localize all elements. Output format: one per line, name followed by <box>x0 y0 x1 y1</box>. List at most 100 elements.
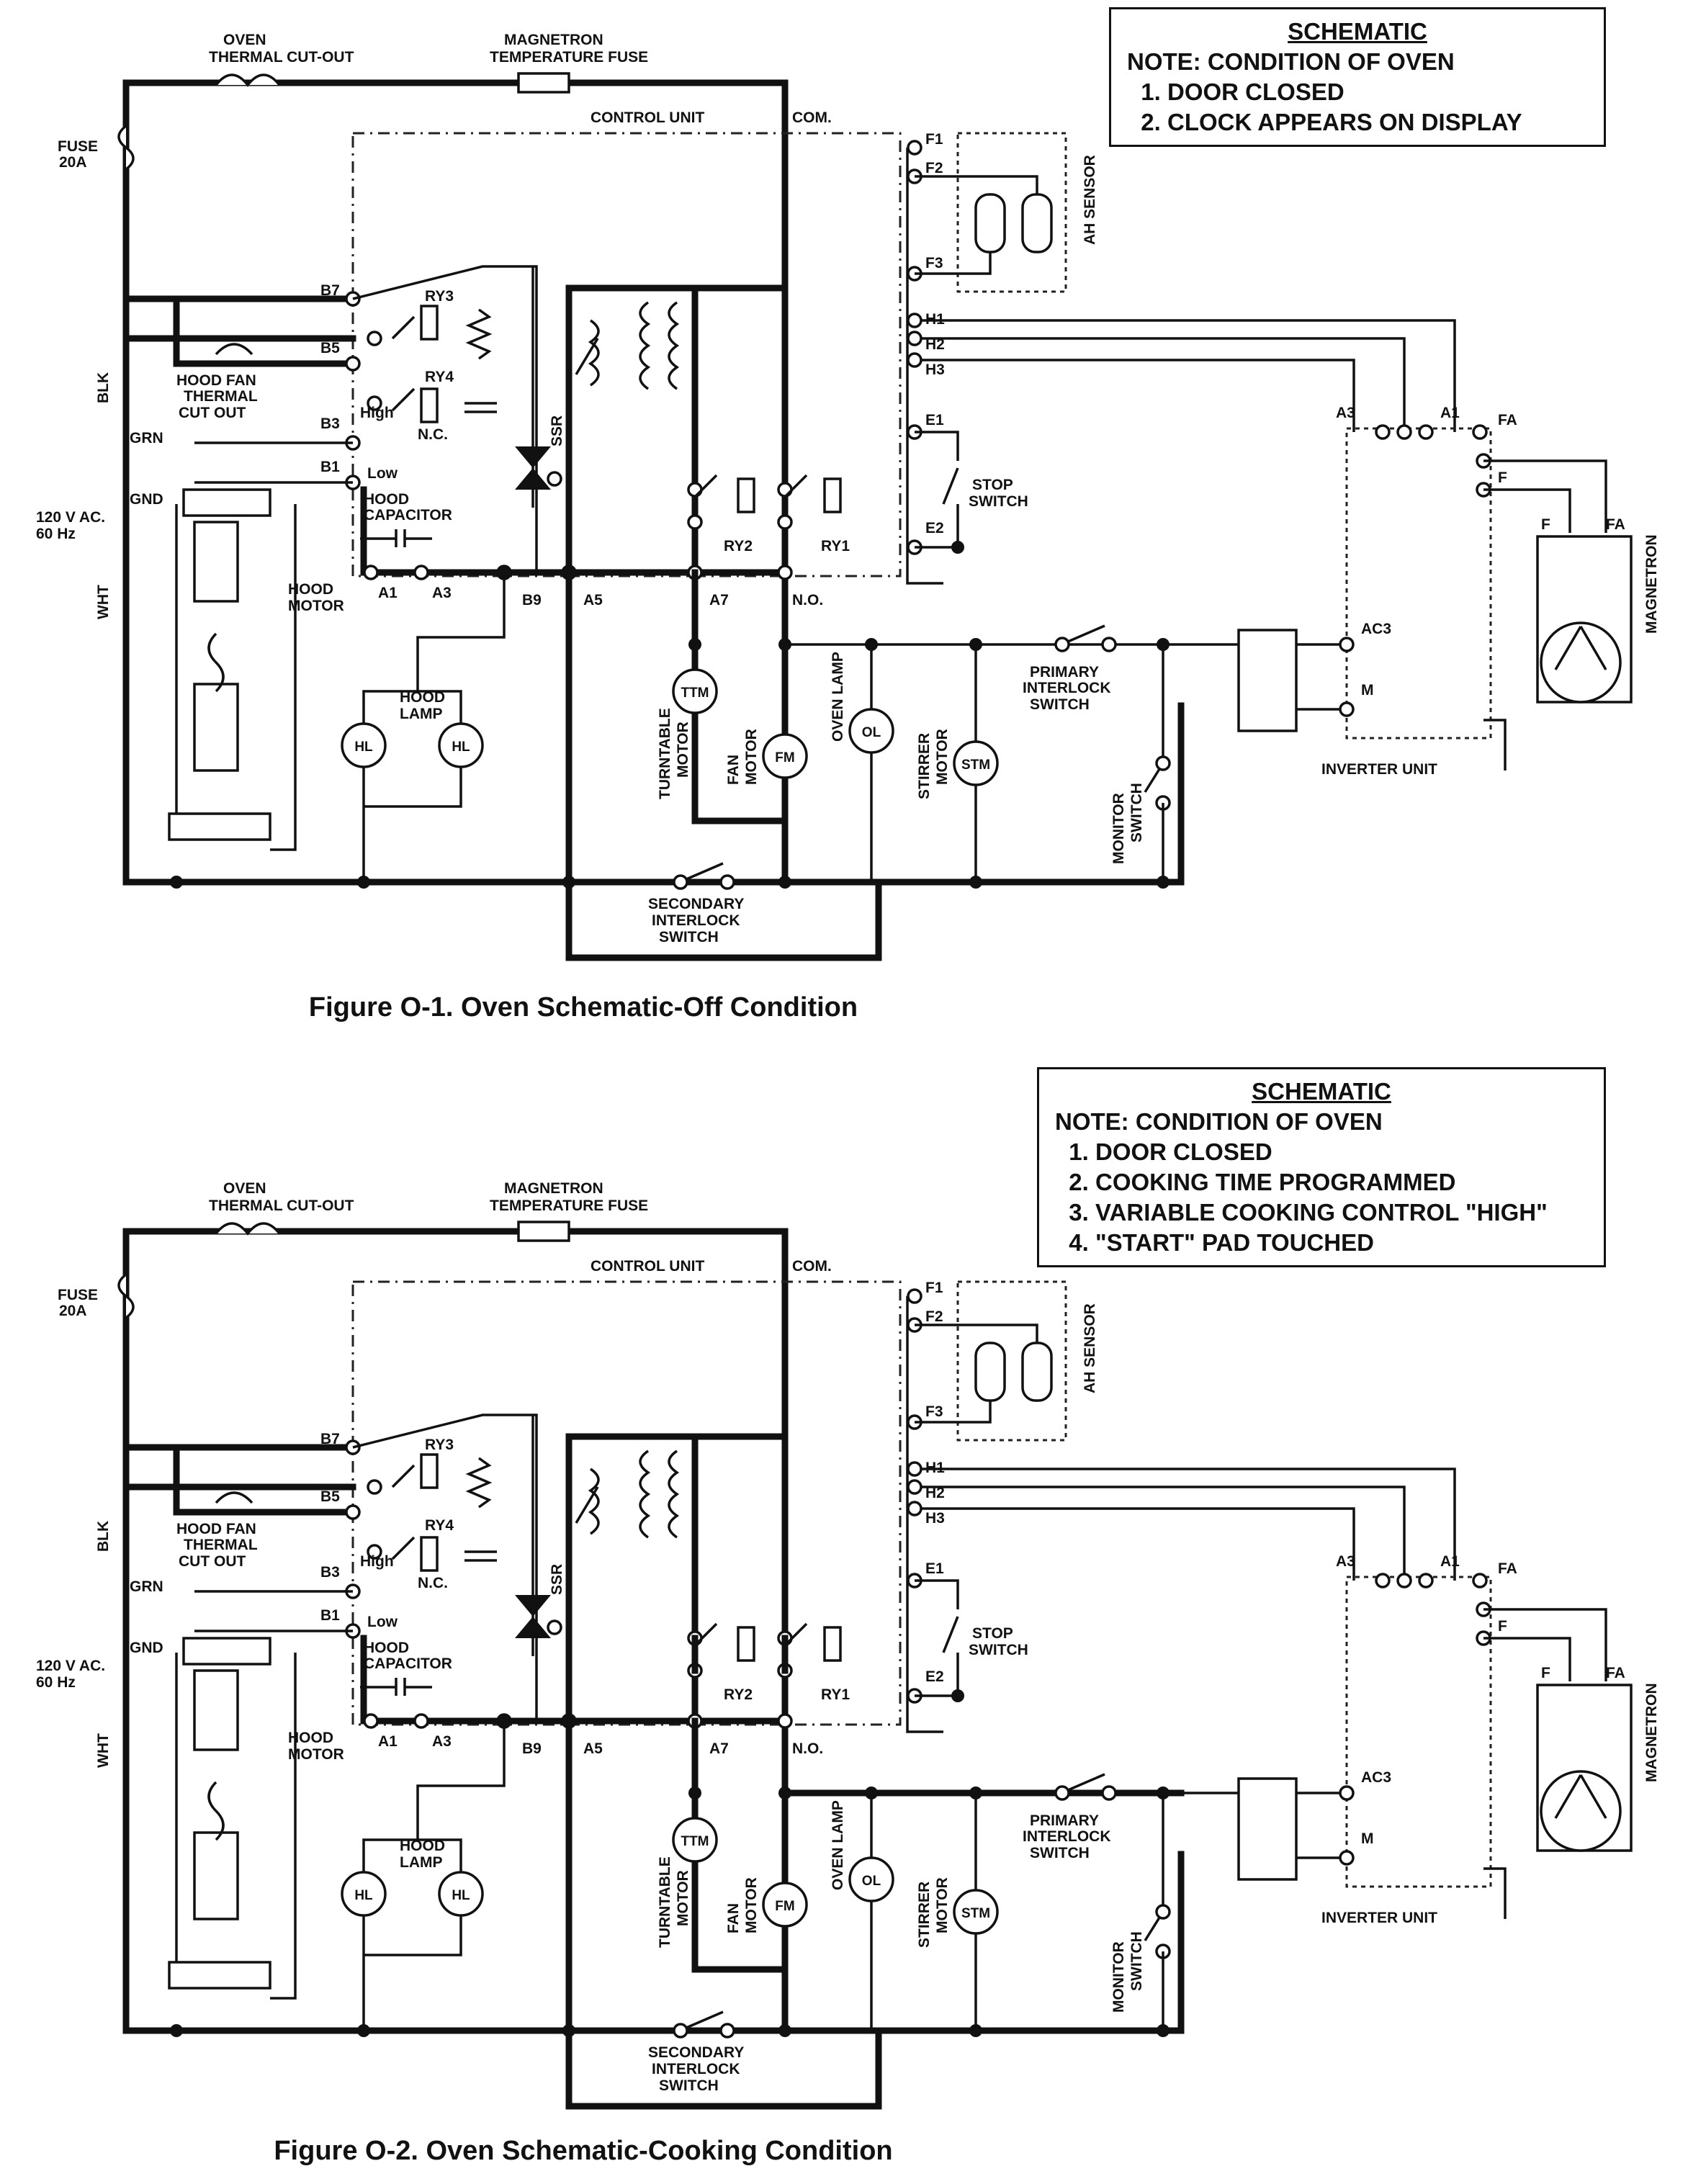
note-heading: NOTE: CONDITION OF OVEN <box>1055 1108 1383 1135</box>
label-stop-switch-1: STOP <box>972 477 1013 493</box>
label-ry1: RY1 <box>821 1686 850 1703</box>
label-hood-cap-1: HOOD <box>364 1640 409 1656</box>
label-inv-a1: A1 <box>1440 1553 1460 1570</box>
label-a7: A7 <box>709 592 729 608</box>
label-a3: A3 <box>432 585 452 601</box>
label-hl: HL <box>452 1888 470 1903</box>
label-ry3: RY3 <box>425 288 454 305</box>
label-f: F <box>1541 516 1550 533</box>
label-inv-a1: A1 <box>1440 405 1460 421</box>
wire <box>270 504 297 851</box>
label-com: COM. <box>792 109 832 126</box>
terminal <box>1396 1573 1412 1588</box>
label-inv-m: M <box>1361 682 1374 698</box>
stop-switch <box>942 1616 959 1653</box>
stop-switch <box>942 467 959 505</box>
label-fuse-2: 20A <box>59 1303 87 1319</box>
terminal <box>907 1479 922 1495</box>
label-mag-fuse-2: TEMPERATURE FUSE <box>490 1197 648 1214</box>
label-hood-motor-1: HOOD <box>288 581 333 598</box>
hood-motor-winding-b <box>193 683 239 772</box>
label-secondary-2: INTERLOCK <box>652 912 740 929</box>
label-f1: F1 <box>925 1280 943 1296</box>
label-f: F <box>1498 1618 1507 1635</box>
label-b1: B1 <box>320 459 340 475</box>
junction-dot <box>969 638 982 651</box>
label-turntable-motor-1: TURNTABLE <box>657 708 673 799</box>
junction-dot <box>562 2024 575 2037</box>
transformer-secondary <box>639 301 651 390</box>
label-secondary-3: SWITCH <box>659 929 719 945</box>
ah-sensor-element <box>974 193 1006 253</box>
label-magnetron: MAGNETRON <box>1643 534 1660 634</box>
condition-note: SCHEMATIC NOTE: CONDITION OF OVEN DOOR C… <box>1037 1067 1606 1267</box>
magnetron-temperature-fuse <box>517 72 570 94</box>
terminal <box>907 331 922 346</box>
label-f3: F3 <box>925 1403 943 1420</box>
label-supply-1: 120 V AC. <box>36 1658 105 1674</box>
label-h3: H3 <box>925 361 945 378</box>
fan-motor-fm <box>762 733 808 779</box>
figure-caption: Figure O-2. Oven Schematic-Cooking Condi… <box>274 2136 893 2166</box>
label-high: High <box>360 1553 394 1570</box>
label-a5: A5 <box>583 592 603 608</box>
label-fan-motor-1: FAN <box>725 1903 742 1933</box>
label-mag-fuse-2: TEMPERATURE FUSE <box>490 49 648 66</box>
label-a1: A1 <box>378 1733 398 1750</box>
wire <box>565 2027 882 2110</box>
ah-sensor-box <box>956 132 1067 293</box>
wire <box>122 702 1185 886</box>
label-fa: FA <box>1606 516 1625 533</box>
wire <box>360 486 789 576</box>
terminal <box>1339 1850 1355 1866</box>
label-hood-fan-3: CUT OUT <box>179 405 246 421</box>
wire <box>360 1635 789 1725</box>
terminal <box>907 313 922 328</box>
terminal <box>687 482 703 498</box>
label-supply-2: 60 Hz <box>36 1674 76 1691</box>
terminal <box>719 874 735 890</box>
label-fa: FA <box>1498 412 1517 428</box>
junction-dot <box>170 2024 183 2037</box>
note-item: COOKING TIME PROGRAMMED <box>1095 1167 1588 1197</box>
terminal <box>1396 424 1412 440</box>
label-inv-a3: A3 <box>1336 405 1355 421</box>
label-grn: GRN <box>130 1578 163 1595</box>
note-title: SCHEMATIC <box>1252 1078 1391 1105</box>
label-f: F <box>1498 469 1507 486</box>
primary-interlock-switch <box>1067 1773 1105 1792</box>
note-list: DOOR CLOSED COOKING TIME PROGRAMMED VARI… <box>1055 1137 1588 1258</box>
label-f1: F1 <box>925 131 943 148</box>
label-wht: WHT <box>95 1733 112 1768</box>
magnetron-tube <box>1540 621 1622 704</box>
hood-motor-winding-b <box>193 1831 239 1920</box>
terminal <box>719 2023 735 2039</box>
wire <box>915 1401 992 1424</box>
relay-ry4-contact <box>391 1536 416 1560</box>
label-ssr: SSR <box>549 415 565 446</box>
ah-sensor-element <box>974 1342 1006 1402</box>
relay-ry2-coil <box>737 477 755 513</box>
label-grn: GRN <box>130 430 163 446</box>
label-com: COM. <box>792 1258 832 1275</box>
label-no: N.O. <box>792 1740 823 1757</box>
label-primary-1: PRIMARY <box>1030 664 1099 680</box>
label-hood-motor-2: MOTOR <box>288 598 344 614</box>
label-inverter-unit: INVERTER UNIT <box>1321 1910 1437 1926</box>
wire <box>122 1851 1185 2034</box>
terminal <box>1375 1573 1391 1588</box>
label-fan-motor-1: FAN <box>725 755 742 785</box>
fan-motor-fm <box>762 1882 808 1928</box>
label-stop-switch-1: STOP <box>972 1625 1013 1642</box>
junction-dot <box>951 541 964 554</box>
terminal <box>363 1713 379 1729</box>
terminal <box>345 1504 361 1520</box>
label-stirrer-motor-2: MOTOR <box>934 729 951 785</box>
wire <box>691 1717 789 1973</box>
magnetron-tube <box>1540 1770 1622 1852</box>
wire <box>915 1579 959 1609</box>
label-fuse-1: FUSE <box>58 138 98 155</box>
control-unit-boundary <box>351 132 902 578</box>
